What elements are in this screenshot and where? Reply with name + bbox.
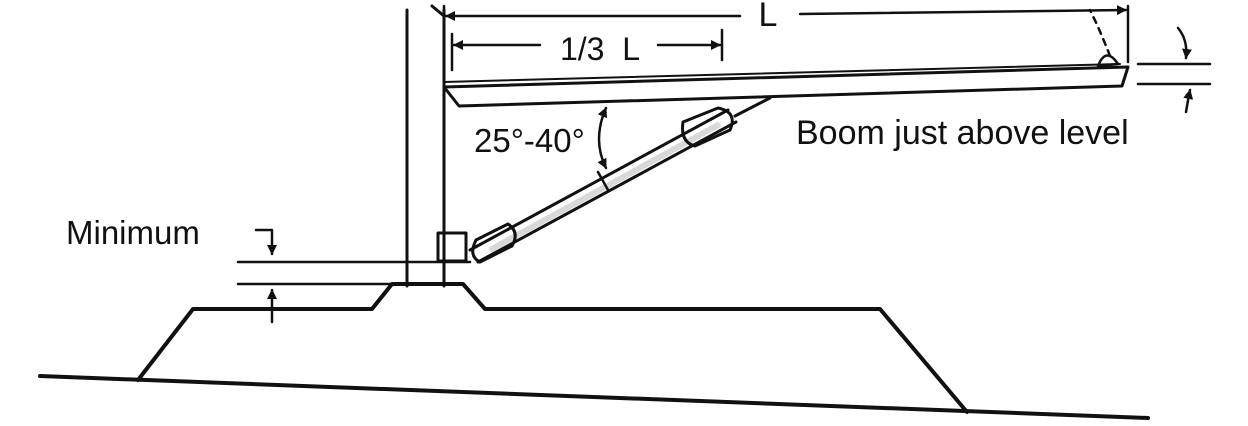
boom-tip-pulley — [1096, 54, 1120, 68]
ground-line — [38, 374, 1150, 420]
dim-third-label: 1/3 L — [560, 31, 640, 67]
strut — [436, 106, 738, 264]
minimum-label: Minimum — [66, 214, 200, 251]
boom-top-edge — [443, 63, 1121, 83]
boom-level-label: Boom just above level — [796, 114, 1129, 152]
dim-L-label: L — [759, 0, 778, 34]
embankment — [136, 282, 969, 414]
angle-label: 25°-40° — [474, 122, 585, 159]
boom-tip-cable — [1088, 8, 1112, 58]
minimum-leader — [254, 228, 277, 256]
angle-arc — [597, 106, 608, 170]
boom — [442, 65, 1130, 108]
level-arrow-top — [1176, 26, 1192, 60]
dim-L-line-right — [798, 5, 1128, 16]
boom-brace — [733, 96, 772, 118]
mast-top — [430, 4, 446, 18]
level-arrow-bottom — [1183, 88, 1194, 114]
